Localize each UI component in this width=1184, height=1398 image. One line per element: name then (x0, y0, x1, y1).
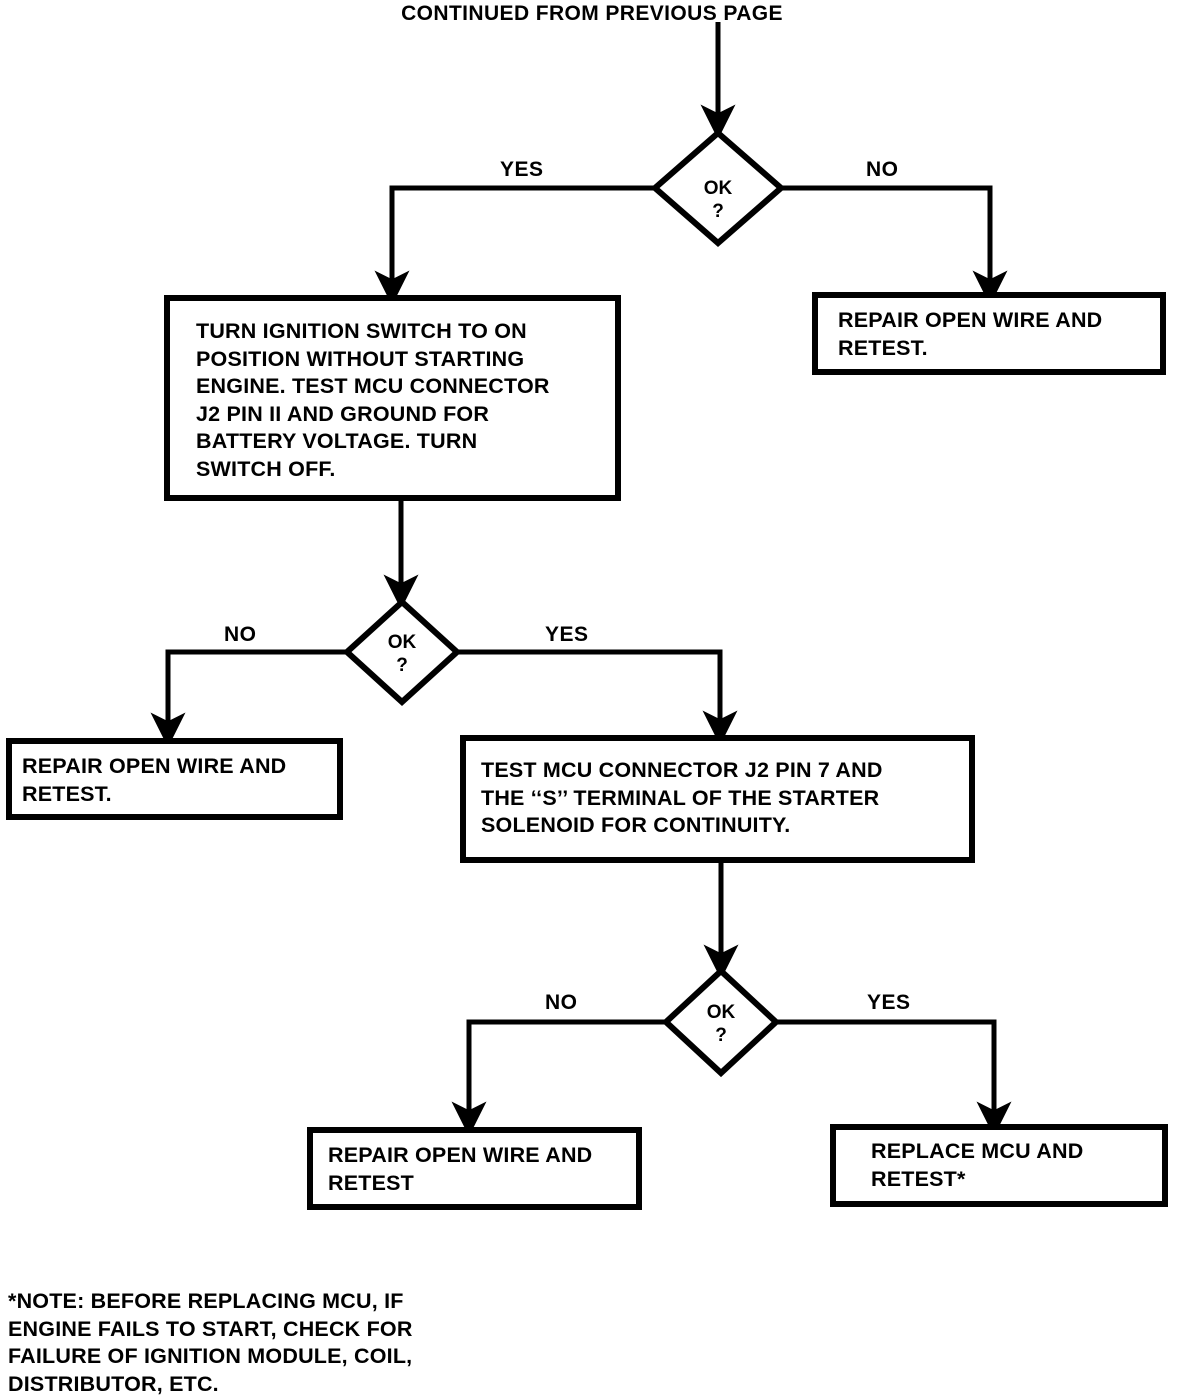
decision3-label: OK ? (706, 1002, 736, 1046)
decision2-yes-label: YES (545, 623, 589, 646)
decision2-label: OK ? (387, 632, 417, 676)
box-repair-mid-left (6, 738, 343, 820)
box-replace-mcu-label: REPLACE MCU AND RETEST* (871, 1139, 1084, 1191)
decision2-diamond (342, 597, 462, 707)
footnote-note: *NOTE: BEFORE REPLACING MCU, IF ENGINE F… (8, 1289, 413, 1396)
box-turn-ignition (164, 295, 621, 501)
box-repair-bottom-left-label: REPAIR OPEN WIRE AND RETEST (328, 1143, 593, 1195)
edge-decision2-yes (457, 649, 738, 746)
box-repair-top-right (812, 292, 1166, 375)
box-test-mcu-j2-pin7-label: TEST MCU CONNECTOR J2 PIN 7 AND THE ‘‘S’… (481, 758, 883, 837)
decision1-yes-label: YES (500, 158, 544, 181)
edge-decision2-no (150, 649, 347, 748)
decision1-label: OK ? (703, 178, 733, 222)
page-title: CONTINUED FROM PREVIOUS PAGE (401, 2, 783, 25)
decision1-no-label: NO (866, 158, 899, 181)
box-repair-mid-left-label: REPAIR OPEN WIRE AND RETEST. (22, 754, 287, 806)
box-repair-top-right-label: REPAIR OPEN WIRE AND RETEST. (838, 308, 1103, 360)
edge-decision3-yes (776, 1019, 1012, 1137)
edge-decision1-no (781, 185, 1008, 306)
box-replace-mcu (830, 1124, 1168, 1207)
edge-decision3-no (451, 1019, 666, 1137)
decision3-yes-label: YES (867, 991, 911, 1014)
decision2-no-label: NO (224, 623, 257, 646)
box-turn-ignition-label: TURN IGNITION SWITCH TO ON POSITION WITH… (196, 319, 550, 481)
decision3-no-label: NO (545, 991, 578, 1014)
decision1-diamond (650, 129, 786, 247)
box-repair-bottom-left (307, 1127, 642, 1210)
box-test-mcu-j2-pin7 (460, 735, 975, 863)
edge-decision1-yes (374, 185, 655, 306)
decision3-diamond (661, 966, 781, 1078)
